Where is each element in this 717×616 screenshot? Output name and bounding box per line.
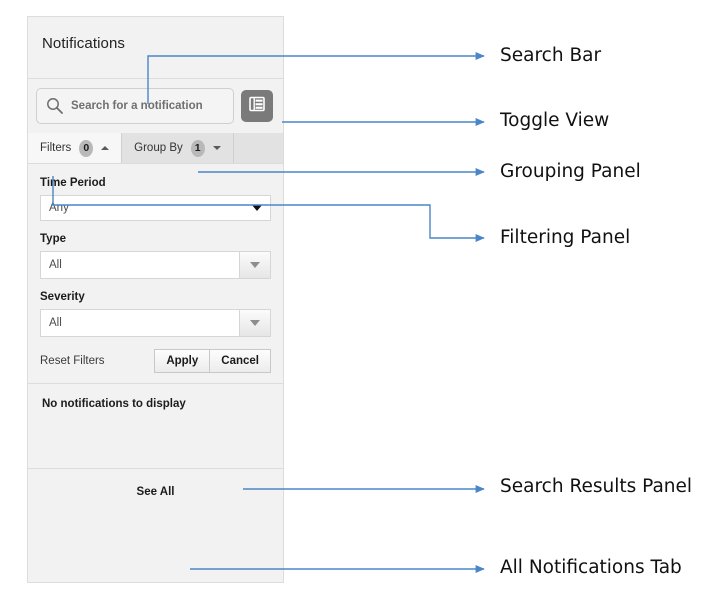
annotation-grouping-panel: Grouping Panel [500, 161, 641, 182]
annotation-filtering-panel: Filtering Panel [500, 227, 631, 248]
time-period-label: Time Period [40, 177, 106, 189]
severity-value: All [49, 317, 62, 329]
apply-button[interactable]: Apply [154, 349, 211, 373]
annotation-toggle-view: Toggle View [500, 110, 610, 131]
filter-button-group: Apply Cancel [154, 349, 271, 373]
annotation-search-bar: Search Bar [500, 45, 602, 66]
chevron-down-icon [252, 205, 262, 211]
annotation-search-results-panel: Search Results Panel [500, 476, 693, 497]
notifications-panel: Notifications Search for a notification [27, 16, 284, 583]
annotation-all-notifications-tab: All Notifications Tab [500, 557, 682, 578]
search-icon [45, 96, 65, 116]
time-period-select[interactable]: Any [40, 195, 271, 221]
panel-header: Notifications [28, 17, 283, 79]
tab-group-by-label: Group By [134, 142, 183, 154]
see-all-label: See All [136, 485, 175, 498]
chevron-down-icon [250, 320, 260, 326]
search-placeholder-text: Search for a notification [71, 100, 203, 112]
severity-dropdown-button[interactable] [239, 310, 270, 336]
search-input[interactable]: Search for a notification [36, 88, 234, 124]
severity-label: Severity [40, 291, 85, 303]
filter-actions: Reset Filters Apply Cancel [40, 349, 271, 373]
chevron-up-icon[interactable] [101, 146, 110, 150]
list-view-toggle-icon [248, 95, 266, 118]
chevron-down-icon[interactable] [212, 146, 221, 150]
cancel-button[interactable]: Cancel [210, 349, 271, 373]
search-bar-row: Search for a notification [28, 79, 283, 133]
filters-count-badge: 0 [79, 139, 94, 157]
type-select[interactable]: All [40, 251, 271, 279]
page-title: Notifications [42, 35, 126, 52]
reset-filters-link[interactable]: Reset Filters [40, 355, 105, 367]
panel-tabs: Filters 0 Group By 1 [28, 133, 283, 164]
toggle-view-button[interactable] [241, 90, 273, 122]
all-notifications-tab[interactable]: See All [28, 468, 283, 514]
severity-select[interactable]: All [40, 309, 271, 337]
type-value: All [49, 259, 62, 271]
search-results-panel: No notifications to display [28, 383, 283, 468]
chevron-down-icon [250, 262, 260, 268]
filtering-panel: Time Period Any Type All Severity All Re… [28, 164, 283, 373]
empty-state-message: No notifications to display [42, 398, 186, 410]
tab-group-by[interactable]: Group By 1 [122, 133, 234, 163]
tab-filters[interactable]: Filters 0 [28, 133, 123, 163]
type-dropdown-button[interactable] [239, 252, 270, 278]
group-by-count-badge: 1 [190, 139, 205, 157]
tab-filters-label: Filters [40, 142, 72, 154]
type-label: Type [40, 233, 66, 245]
time-period-value: Any [49, 202, 69, 214]
